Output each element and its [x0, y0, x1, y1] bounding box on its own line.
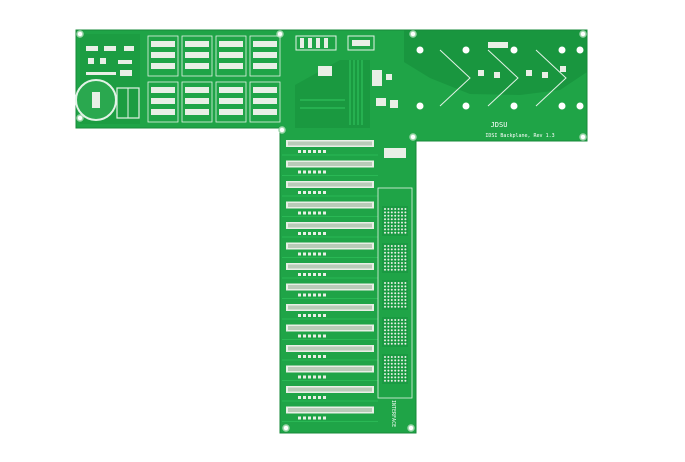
slot-row — [282, 242, 378, 258]
center-components — [318, 66, 406, 158]
relay-block — [215, 35, 247, 77]
relay-block — [181, 35, 213, 77]
slot-row — [282, 160, 378, 176]
copper-pour-right — [404, 30, 587, 95]
relay-block — [215, 81, 247, 123]
slot-row — [282, 304, 378, 320]
backplane-slot-rows — [282, 140, 378, 422]
brand-label: JDSU — [491, 121, 508, 129]
power-connector-pad — [92, 92, 100, 108]
relay-block — [249, 35, 281, 77]
right-panel-components — [478, 42, 566, 78]
slot-row — [282, 181, 378, 197]
right-panel-pads — [416, 46, 584, 110]
interface-label: INTERFACE — [390, 400, 396, 427]
slot-row — [282, 345, 378, 361]
bga-pad-array — [382, 354, 408, 384]
slot-row — [282, 140, 378, 156]
bga-pad-array — [382, 243, 408, 273]
copper-pour-center — [295, 60, 370, 128]
slot-row — [282, 365, 378, 381]
slot-row — [282, 201, 378, 217]
relay-block-grid — [147, 35, 281, 123]
slot-row — [282, 263, 378, 279]
top-left-components — [86, 46, 134, 76]
slot-row — [282, 406, 378, 422]
slot-row — [282, 222, 378, 238]
mounting-holes — [76, 30, 587, 432]
right-panel-traces — [439, 49, 567, 107]
bga-grid-column — [377, 187, 413, 399]
relay-block — [147, 35, 179, 77]
bga-pad-array — [382, 317, 408, 347]
slot-row — [282, 283, 378, 299]
bga-pad-array — [382, 206, 408, 236]
relay-block — [147, 81, 179, 123]
ic-chip-row — [295, 35, 375, 51]
slot-row — [282, 324, 378, 340]
board-subtitle: IDSI Backplane, Rev 1.3 — [485, 133, 554, 139]
slot-row — [282, 386, 378, 402]
relay-block — [249, 81, 281, 123]
center-bus-traces — [300, 60, 363, 125]
bga-pad-array — [382, 280, 408, 310]
relay-block — [181, 81, 213, 123]
